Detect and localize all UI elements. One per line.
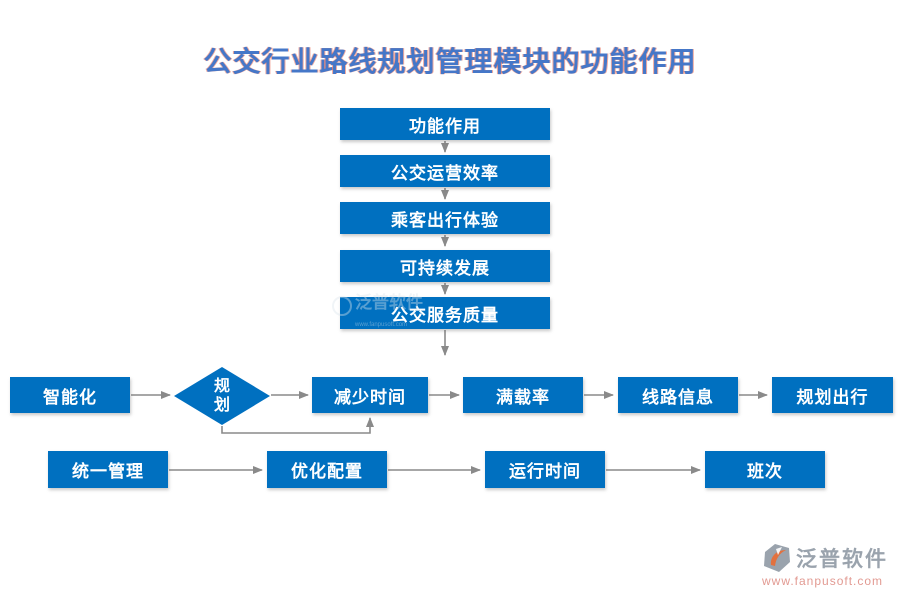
- flow-node-intelligence: 智能化: [10, 377, 130, 413]
- fanpu-logo-icon: [764, 544, 790, 572]
- footer-brand-text: 泛普软件: [796, 548, 888, 571]
- flow-node-schedule: 班次: [705, 451, 825, 488]
- flow-node-load-factor: 满载率: [463, 377, 583, 413]
- flow-node-trip-planning: 规划出行: [772, 377, 893, 413]
- chain-node-service-quality: 公交服务质量: [340, 297, 550, 329]
- flow-node-optimized-allocation: 优化配置: [267, 451, 387, 488]
- flow-node-running-time: 运行时间: [485, 451, 605, 488]
- decision-label: 规划: [213, 377, 230, 414]
- chain-node-function-role: 功能作用: [340, 108, 550, 140]
- chain-node-operation-efficiency: 公交运营效率: [340, 155, 550, 187]
- footer-url: www.fanpusoft.com: [762, 574, 884, 588]
- flow-node-unified-management: 统一管理: [48, 451, 168, 488]
- footer-brand-block: 泛普软件 www.fanpusoft.com: [762, 543, 888, 588]
- page-title: 公交行业路线规划管理模块的功能作用: [203, 47, 697, 78]
- chain-node-sustainable-development: 可持续发展: [340, 250, 550, 282]
- flow-node-route-info: 线路信息: [618, 377, 738, 413]
- flow-node-reduce-time: 减少时间: [312, 377, 428, 413]
- chain-node-passenger-experience: 乘客出行体验: [340, 202, 550, 234]
